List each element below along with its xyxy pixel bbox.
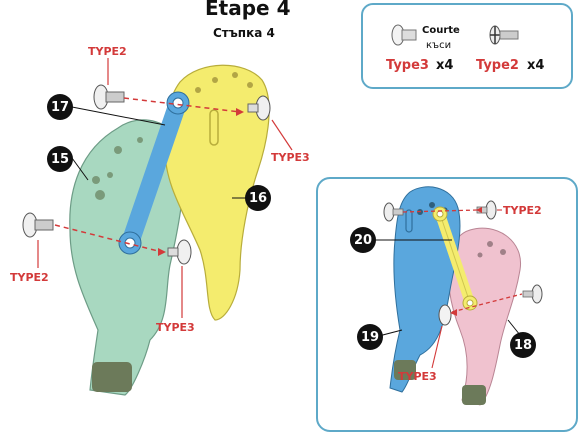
inset-screw-type3: [439, 305, 451, 325]
part-number-19: 19: [357, 324, 383, 350]
part-number-20: 20: [350, 227, 376, 253]
inset-label-type2: TYPE2: [503, 204, 542, 217]
part-number-18: 18: [510, 332, 536, 358]
inset-screw-right: [523, 285, 542, 303]
inset-label-type3: TYPE3: [398, 370, 437, 383]
